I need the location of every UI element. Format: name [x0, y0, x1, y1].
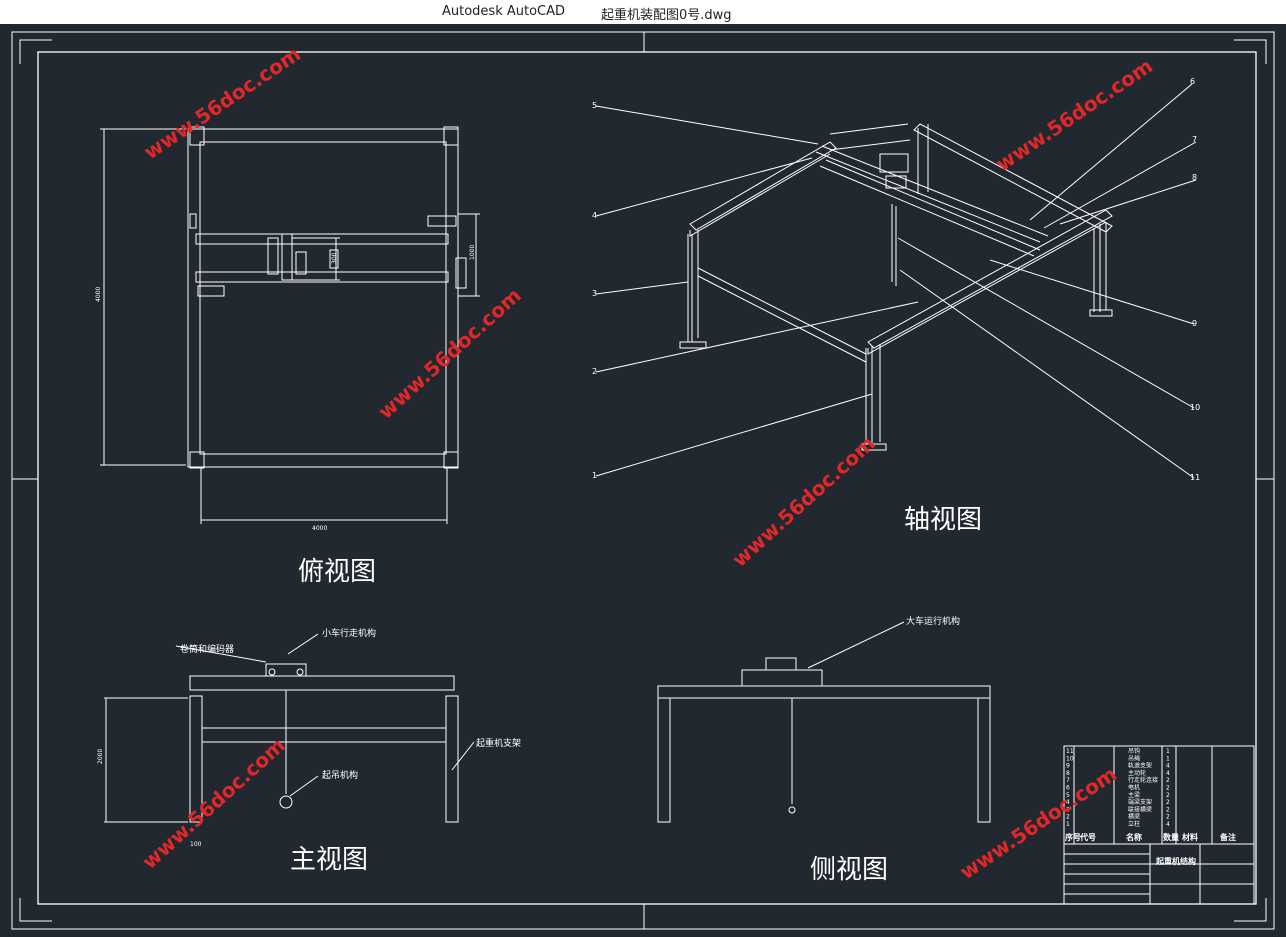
dim-top-width: 4000: [312, 525, 327, 532]
view-title-side: 侧视图: [810, 855, 888, 885]
bom-row-no: 6: [1066, 785, 1070, 792]
bom-row-qty: 2: [1166, 806, 1170, 813]
bom-row-name: 主梁: [1128, 791, 1140, 799]
view-title-front: 主视图: [290, 845, 368, 875]
iso-balloon-2: 2: [592, 367, 597, 376]
bom-row-qty: 4: [1166, 763, 1170, 770]
bom-row-no: 4: [1066, 799, 1070, 806]
bom-row-no: 5: [1066, 792, 1070, 799]
iso-balloon-7: 7: [1192, 135, 1197, 144]
bom-row-qty: 4: [1166, 821, 1170, 828]
bom-row-name: 横梁: [1128, 813, 1140, 821]
iso-balloon-8: 8: [1192, 173, 1197, 182]
title-block-name: 起重机结构: [1155, 856, 1196, 866]
bom-row-name: 吊钩: [1128, 747, 1140, 755]
bom-row-no: 3: [1066, 806, 1070, 813]
watermark-5: www.56doc.com: [137, 733, 289, 874]
iso-balloon-10: 10: [1190, 403, 1200, 412]
watermark-1: www.56doc.com: [139, 42, 305, 165]
bom-row-name: 端梁支架: [1128, 798, 1152, 806]
iso-balloon-1: 1: [592, 471, 597, 480]
bom-row-no: 8: [1066, 770, 1070, 777]
iso-balloon-9: 9: [1192, 319, 1197, 328]
bom-row-qty: 2: [1166, 792, 1170, 799]
watermark-2: www.56doc.com: [373, 283, 525, 424]
bom-row-qty: 1: [1166, 748, 1170, 755]
bom-header-material: 材料: [1182, 832, 1198, 842]
bom-header-code: 代号: [1079, 832, 1096, 842]
watermark-3: www.56doc.com: [991, 54, 1157, 177]
bom-row-no: 2: [1066, 814, 1070, 821]
bom-row-qty: 2: [1166, 814, 1170, 821]
watermark-6: www.56doc.com: [955, 762, 1121, 885]
bom-row-name: 行走轮连接: [1128, 776, 1158, 784]
label-reel-encoder: 卷筒和编码器: [180, 643, 234, 655]
bom-row-no: 11: [1066, 748, 1074, 755]
bom-table-lines: [1063, 745, 1255, 905]
dim-top-mid: 1000: [469, 245, 476, 260]
bom-row-no: 1: [1066, 821, 1070, 828]
bom-row-qty: 4: [1166, 770, 1170, 777]
dim-top-height: 4000: [95, 287, 102, 302]
bom-header-remark: 备注: [1219, 832, 1236, 842]
bom-row-name: 电机: [1128, 784, 1140, 792]
iso-balloon-4: 4: [592, 211, 597, 220]
bom-row-name: 立柱: [1128, 820, 1140, 828]
bom-row-qty: 2: [1166, 785, 1170, 792]
iso-balloon-11: 11: [1190, 473, 1200, 482]
iso-balloon-6: 6: [1190, 77, 1195, 86]
label-trolley-mech: 小车行走机构: [322, 627, 376, 639]
view-title-iso: 轴视图: [904, 505, 982, 535]
outer-sheet-border: [11, 31, 1275, 930]
label-hoist-mech: 起吊机构: [322, 769, 358, 781]
file-name: 起重机装配图0号.dwg: [601, 8, 732, 23]
front-view-drawing: [104, 633, 475, 823]
view-title-top: 俯视图: [298, 557, 376, 587]
bom-row-name: 主动轮: [1128, 769, 1146, 777]
iso-balloon-5: 5: [592, 101, 597, 110]
watermark-4: www.56doc.com: [727, 431, 879, 572]
iso-view-drawing: [595, 83, 1197, 479]
bom-row-no: 9: [1066, 763, 1070, 770]
app-name: Autodesk AutoCAD: [442, 4, 566, 19]
drawing-canvas[interactable]: 4000 4000 1000 300 2000 100 俯视图 轴视图 主视图 …: [0, 24, 1286, 933]
dim-front-small: 100: [190, 841, 202, 848]
iso-balloon-3: 3: [592, 289, 597, 298]
bom-row-name: 吊绳: [1128, 754, 1140, 762]
bom-row-no: 10: [1066, 755, 1074, 762]
label-bridge-mech: 大车运行机构: [906, 615, 960, 627]
side-view-drawing: [657, 621, 991, 823]
bom-header-qty: 数量: [1163, 832, 1179, 842]
bom-row-qty: 2: [1166, 799, 1170, 806]
bom-row-qty: 1: [1166, 755, 1170, 762]
dim-top-trolley: 300: [331, 252, 338, 264]
bom-header-seq: 序号: [1065, 832, 1081, 842]
top-view-drawing: [100, 126, 480, 524]
bom-row-name: 轨道支架: [1128, 762, 1152, 770]
window-title-bar: Autodesk AutoCAD 起重机装配图0号.dwg: [0, 0, 1286, 24]
label-crane-support: 起重机支架: [476, 737, 521, 749]
bom-header-name: 名称: [1126, 832, 1142, 842]
bom-row-name: 联接横梁: [1128, 805, 1152, 813]
bom-row-no: 7: [1066, 777, 1070, 784]
dim-front-height: 2000: [97, 749, 104, 764]
inner-sheet-border: [37, 51, 1257, 905]
bom-row-qty: 2: [1166, 777, 1170, 784]
